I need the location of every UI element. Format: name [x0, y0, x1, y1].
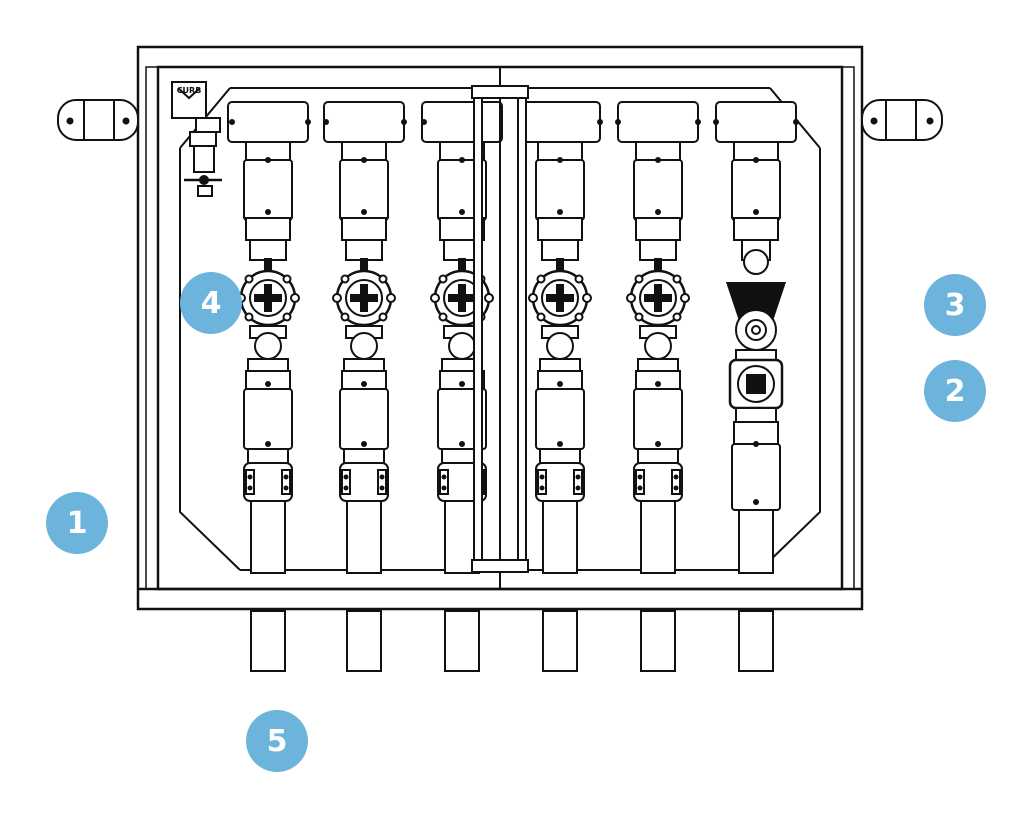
inlet-left-coupling	[57, 99, 139, 141]
callout-1-label: 1	[66, 505, 88, 541]
callout-3[interactable]: 3	[924, 274, 986, 336]
callout-2[interactable]: 2	[924, 360, 986, 422]
callout-1[interactable]: 1	[46, 492, 108, 554]
center-door-handle	[471, 67, 529, 589]
callout-3-label: 3	[944, 287, 966, 323]
callout-5-label: 5	[266, 723, 288, 759]
pressure-regulator-branch	[726, 157, 786, 574]
logo-wordmark: CURB	[176, 86, 202, 95]
callout-2-label: 2	[944, 373, 966, 409]
outlet-right-coupling	[861, 99, 943, 141]
callout-4-label: 4	[200, 285, 222, 321]
callout-4[interactable]: 4	[180, 272, 242, 334]
manifold-tees	[227, 101, 799, 161]
backflow-test-kit	[171, 81, 222, 197]
callout-5[interactable]: 5	[246, 710, 308, 772]
outlet-pipes	[250, 610, 774, 672]
